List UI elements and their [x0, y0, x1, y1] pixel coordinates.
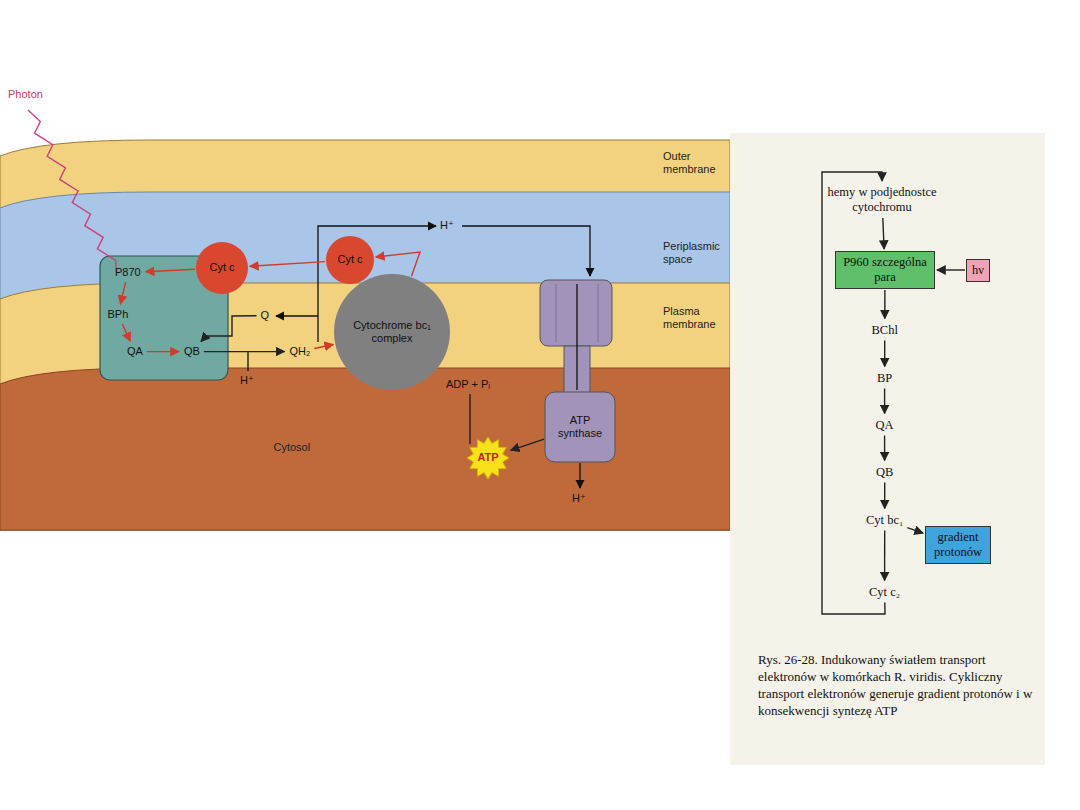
band-label: Plasma membrane: [663, 305, 729, 331]
flow-step: Cyt bc₁: [863, 511, 906, 530]
flow-step: BP: [874, 369, 895, 388]
node-text: Cyt c₂: [869, 585, 900, 600]
complex-circle: Cytochrome bc₁ complex: [334, 274, 450, 390]
star-shape: [467, 437, 509, 479]
atp-star: ATP: [466, 436, 510, 480]
label: ADP + Pᵢ: [446, 378, 490, 391]
connector-arrow: [822, 172, 885, 614]
light-box: hν: [966, 259, 990, 282]
outer-membrane: [0, 140, 730, 530]
node-text: hν: [972, 263, 984, 278]
node-text: Cyt c: [337, 253, 362, 266]
connector-arrow: [884, 436, 885, 461]
synthase-f1: [545, 392, 615, 462]
node-text: ATP synthase: [549, 414, 611, 440]
connector-arrow: [376, 252, 420, 276]
proton-path: [462, 226, 590, 276]
proton-path: [576, 284, 577, 390]
adp-arrow: [469, 394, 470, 444]
connector-arrow: [907, 528, 923, 533]
label: H⁺: [240, 374, 254, 387]
node-text: Cyt c: [209, 261, 234, 274]
label: Photon: [8, 88, 43, 101]
band-label: Cytosol: [271, 439, 314, 456]
node-text: P870: [115, 266, 141, 279]
connector-arrow: [314, 345, 333, 349]
connector-arrow: [511, 439, 544, 450]
pigment: P870: [112, 264, 144, 281]
connector-arrow: [146, 269, 195, 271]
caption: Rys. 26-28. Indukowany światłem transpor…: [758, 652, 1040, 720]
proton-path: [579, 463, 580, 488]
label: H⁺: [572, 492, 586, 505]
cytosol: [0, 368, 730, 530]
node-text: Cytochrome bc₁ complex: [338, 319, 446, 345]
connector-arrow: [122, 324, 130, 341]
atp-synthase: ATP synthase: [545, 392, 615, 462]
connector-arrow: [250, 262, 325, 267]
connector-arrow: [120, 282, 125, 304]
flow-step: QA: [873, 416, 897, 435]
label: H⁺: [440, 219, 454, 232]
node-text: QH₂: [290, 345, 311, 358]
connector-arrow: [937, 269, 965, 270]
connector-arrow: [884, 290, 886, 319]
flow-step: QB: [873, 463, 896, 482]
proton-path: [247, 352, 248, 371]
band-label: Outer membrane: [663, 150, 729, 176]
gradient-box: gradient protonów: [925, 526, 991, 564]
node-text: Plasma membrane: [663, 305, 729, 331]
quinol: QH₂: [287, 343, 314, 360]
connector-arrow: [204, 351, 285, 352]
book-page: [730, 133, 1045, 765]
pigment: BPh: [105, 306, 132, 323]
quinone: Q: [258, 307, 273, 324]
synthase-fo: [540, 280, 612, 346]
node-text: Outer membrane: [663, 150, 729, 176]
flow-step: hemy w podjednostce cytochromu: [823, 183, 941, 217]
connector-arrow: [884, 389, 885, 414]
node-text: hemy w podjednostce cytochromu: [826, 185, 938, 215]
quinone: QB: [181, 343, 203, 360]
connector-arrow: [201, 316, 257, 342]
node-text: QB: [876, 465, 893, 480]
node-text: gradient protonów: [931, 530, 985, 560]
flow-step: BChl: [869, 321, 901, 340]
connector-arrow: [883, 218, 884, 249]
node-text: P960 szczególna para: [841, 255, 929, 285]
special-pair-box: P960 szczególna para: [835, 251, 935, 289]
synthase-groove: [556, 284, 557, 342]
node-text: BChl: [872, 323, 898, 338]
band-label: Periplasmic space: [663, 240, 729, 266]
connector-arrow: [884, 531, 886, 581]
cytochrome-circle: Cyt c: [196, 242, 248, 294]
photon-wave: [28, 110, 116, 272]
connector-arrow: [884, 341, 885, 367]
flow-step: Cyt c₂: [866, 583, 903, 602]
node-text: QA: [127, 345, 143, 358]
quinone: QA: [124, 343, 146, 360]
node-text: QB: [184, 345, 200, 358]
synthase-groove: [598, 284, 599, 342]
node-text: Cyt bc₁: [866, 513, 903, 528]
node-text: Cytosol: [274, 441, 311, 454]
node-text: QA: [876, 418, 894, 433]
connector-arrow: [147, 351, 179, 352]
connector-arrow: [884, 483, 885, 509]
node-text: ATP: [477, 451, 498, 464]
cytochrome-circle: Cyt c: [326, 236, 374, 284]
node-text: BPh: [108, 308, 129, 321]
node-text: Q: [261, 309, 270, 322]
periplasm: [0, 192, 730, 530]
node-text: Periplasmic space: [663, 240, 729, 266]
node-text: BP: [877, 371, 892, 386]
proton-path: [276, 315, 318, 316]
